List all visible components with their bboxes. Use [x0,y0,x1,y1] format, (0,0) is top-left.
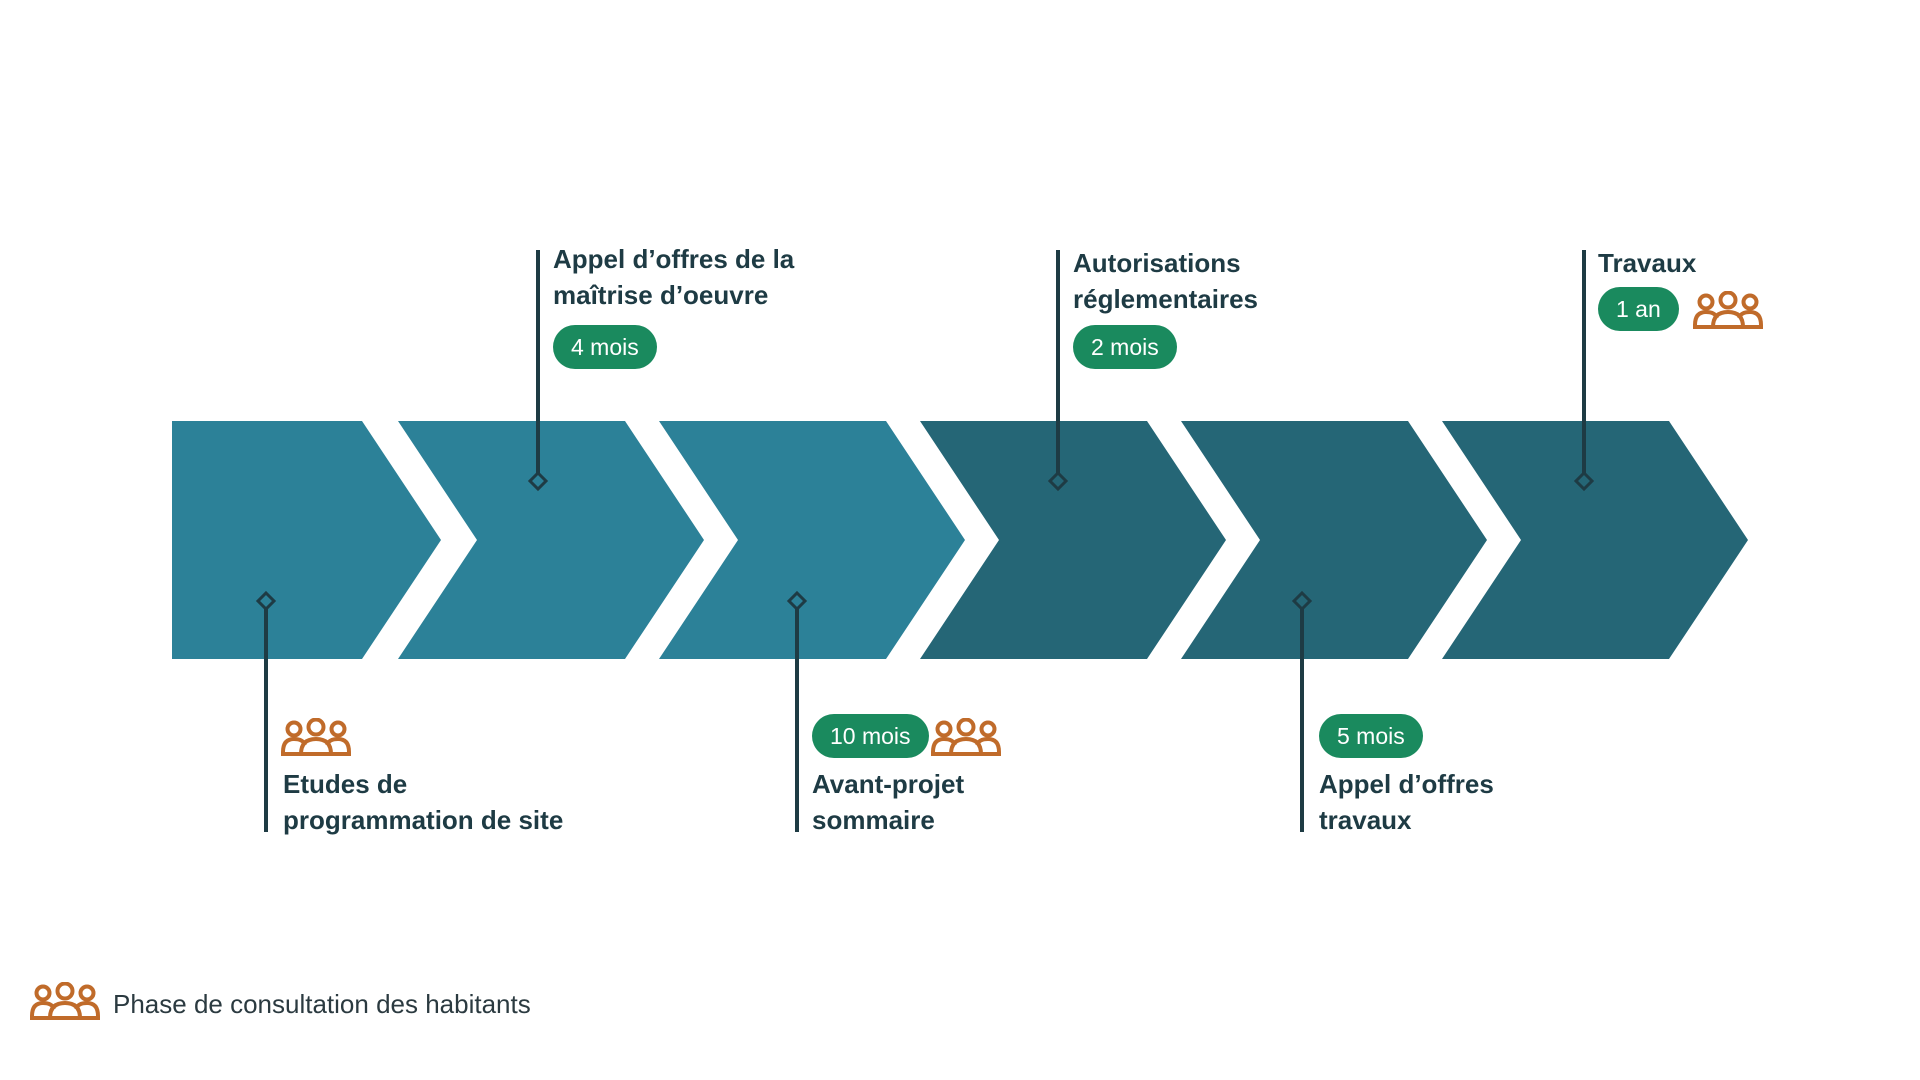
people-group-icon [30,982,100,1020]
chevron-step-6 [1442,421,1748,659]
chevron-row [172,421,1748,659]
step-3-label: Avant-projet sommaire [812,769,965,835]
connector-marker-step-6 [1573,470,1595,492]
step-4-duration-badge: 2 mois [1073,325,1177,369]
connector-marker-step-3 [786,590,808,612]
step-6-label: Travaux [1598,248,1697,278]
chevron-step-4 [920,421,1226,659]
legend-text: Phase de consultation des habitants [113,989,531,1019]
chevron-step-1 [172,421,441,659]
step-2-label: Appel d’offres de la maîtrise d’oeuvre [553,244,795,310]
connector-lines [255,250,1595,832]
step-5-duration-badge: 5 mois [1319,714,1423,758]
step-3-duration-badge: 10 mois [812,714,929,758]
step-4-label: Autorisations réglementaires [1073,248,1258,314]
people-group-icon [281,718,351,756]
people-group-icon [931,718,1001,756]
connector-marker-step-5 [1291,590,1313,612]
step-1-label: Etudes de programmation de site [283,769,564,835]
connector-marker-step-1 [255,590,277,612]
step-6-duration-badge: 1 an [1598,287,1679,331]
chevron-step-2 [398,421,704,659]
chevron-step-5 [1181,421,1487,659]
connector-marker-step-2 [527,470,549,492]
step-2-duration-badge: 4 mois [553,325,657,369]
chevron-step-3 [659,421,965,659]
connector-marker-step-4 [1047,470,1069,492]
people-group-icon [1693,291,1763,329]
step-5-label: Appel d’offres travaux [1319,769,1494,835]
